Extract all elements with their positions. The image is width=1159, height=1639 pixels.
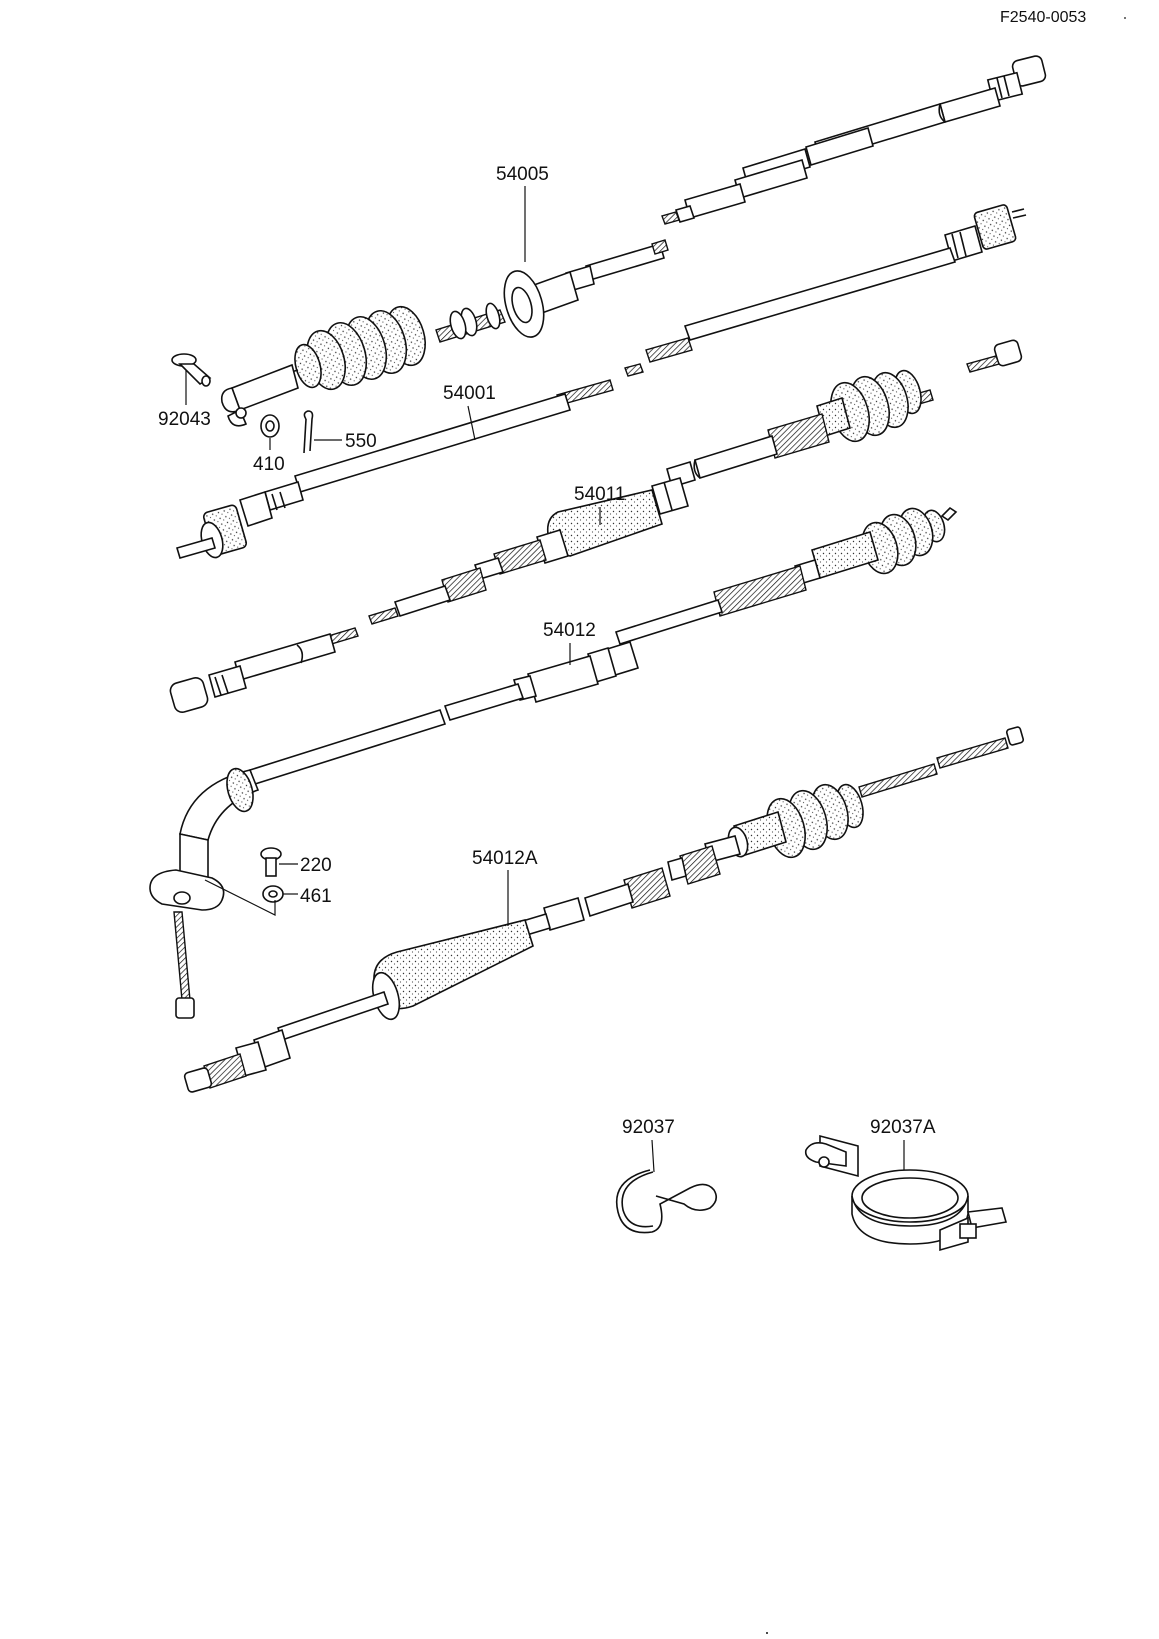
- cable-54012A: [183, 726, 1025, 1093]
- part-label-54005: 54005: [496, 164, 549, 185]
- clip-92037: [616, 1169, 718, 1234]
- pin-92043: [171, 353, 212, 387]
- part-label-410: 410: [253, 454, 285, 475]
- part-label-461: 461: [300, 886, 332, 907]
- washer-461: [262, 885, 284, 903]
- part-label-54001: 54001: [443, 383, 496, 404]
- drawing-code: F2540-0053: [1000, 9, 1086, 26]
- screw-220: [260, 847, 282, 877]
- part-label-92037A: 92037A: [870, 1117, 936, 1138]
- part-label-54012: 54012: [543, 620, 596, 641]
- part-label-54011: 54011: [574, 484, 625, 505]
- part-label-92037: 92037: [622, 1117, 675, 1138]
- cable-54012: [149, 506, 958, 1019]
- part-label-92043: 92043: [158, 409, 211, 430]
- cable-54001: [176, 204, 1027, 559]
- cable-54011: [169, 339, 1023, 714]
- cotter-pin-550: [303, 410, 314, 454]
- washer-410: [260, 414, 280, 438]
- part-label-220: 220: [300, 855, 332, 876]
- part-label-54012A: 54012A: [472, 848, 538, 869]
- clamp-92037A: [804, 1134, 1008, 1252]
- part-label-550: 550: [345, 431, 377, 452]
- cable-54005: [220, 55, 1047, 427]
